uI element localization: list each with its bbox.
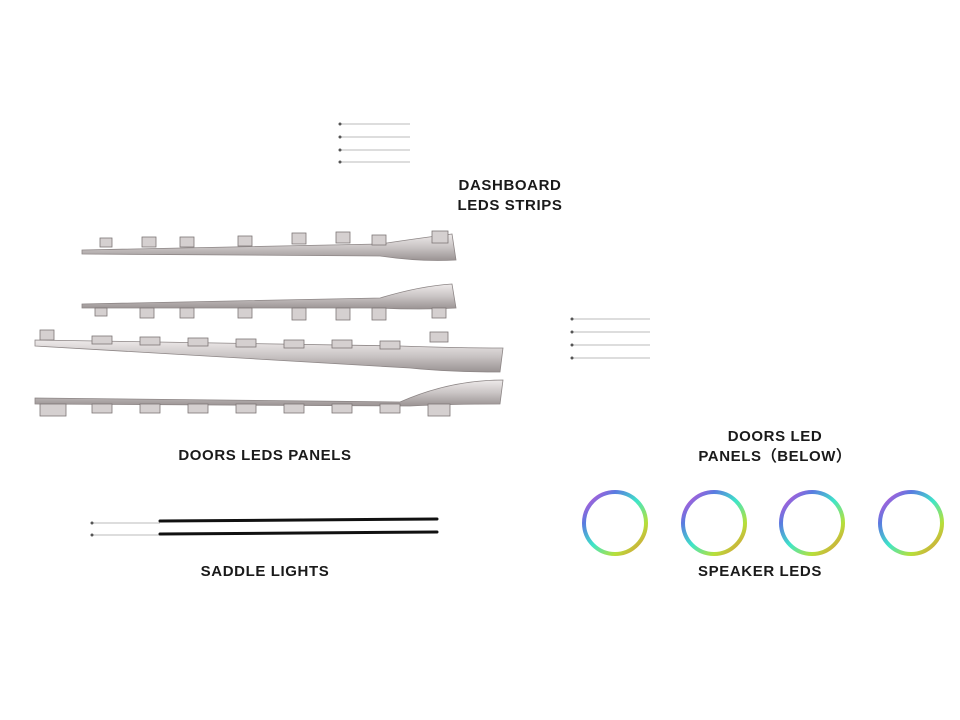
- doors-below-strip-4: [570, 355, 948, 361]
- doors-below-strip-2: [570, 329, 948, 335]
- doors-panels-label-text: DOORS LEDS PANELS: [178, 447, 352, 464]
- door-led-panel-4: [34, 379, 504, 417]
- speaker-ring-3: [779, 490, 845, 556]
- speaker-ring-4: [878, 490, 944, 556]
- door-led-panel-3: [34, 329, 504, 373]
- dashboard-strip-4: [338, 160, 584, 164]
- dashboard-strip-2: [338, 135, 685, 139]
- speaker-label: SPEAKER LEDS: [660, 562, 860, 582]
- doors-below-label-line2: PANELS（BELOW）: [698, 448, 852, 465]
- doors-below-led-strips: [570, 316, 948, 361]
- saddle-label-text: SADDLE LIGHTS: [200, 563, 330, 580]
- doors-below-strip-1: [570, 316, 948, 322]
- speaker-ring-2: [681, 490, 747, 556]
- dashboard-strip-3: [338, 148, 685, 152]
- saddle-light-2: [90, 530, 439, 537]
- door-led-panel-2: [81, 283, 457, 321]
- saddle-light-1: [90, 517, 439, 525]
- doors-below-label: DOORS LED PANELS（BELOW）: [660, 427, 890, 467]
- saddle-lights: [90, 517, 439, 537]
- dashboard-label-line2: LEDS STRIPS: [457, 197, 563, 214]
- doors-below-label-line1: DOORS LED: [727, 428, 823, 445]
- speaker-label-text: SPEAKER LEDS: [698, 563, 822, 580]
- dashboard-label: DASHBOARD LEDS STRIPS: [410, 176, 610, 216]
- dashboard-label-line1: DASHBOARD: [458, 177, 562, 194]
- saddle-label: SADDLE LIGHTS: [160, 562, 370, 582]
- speaker-ring-1: [582, 490, 648, 556]
- doors-panels-label: DOORS LEDS PANELS: [130, 446, 400, 466]
- doors-below-strip-3: [570, 342, 948, 348]
- dashboard-led-strips: [338, 122, 685, 164]
- door-led-panel-1: [81, 230, 457, 261]
- speaker-leds: [582, 490, 944, 556]
- dashboard-strip-1: [338, 122, 685, 126]
